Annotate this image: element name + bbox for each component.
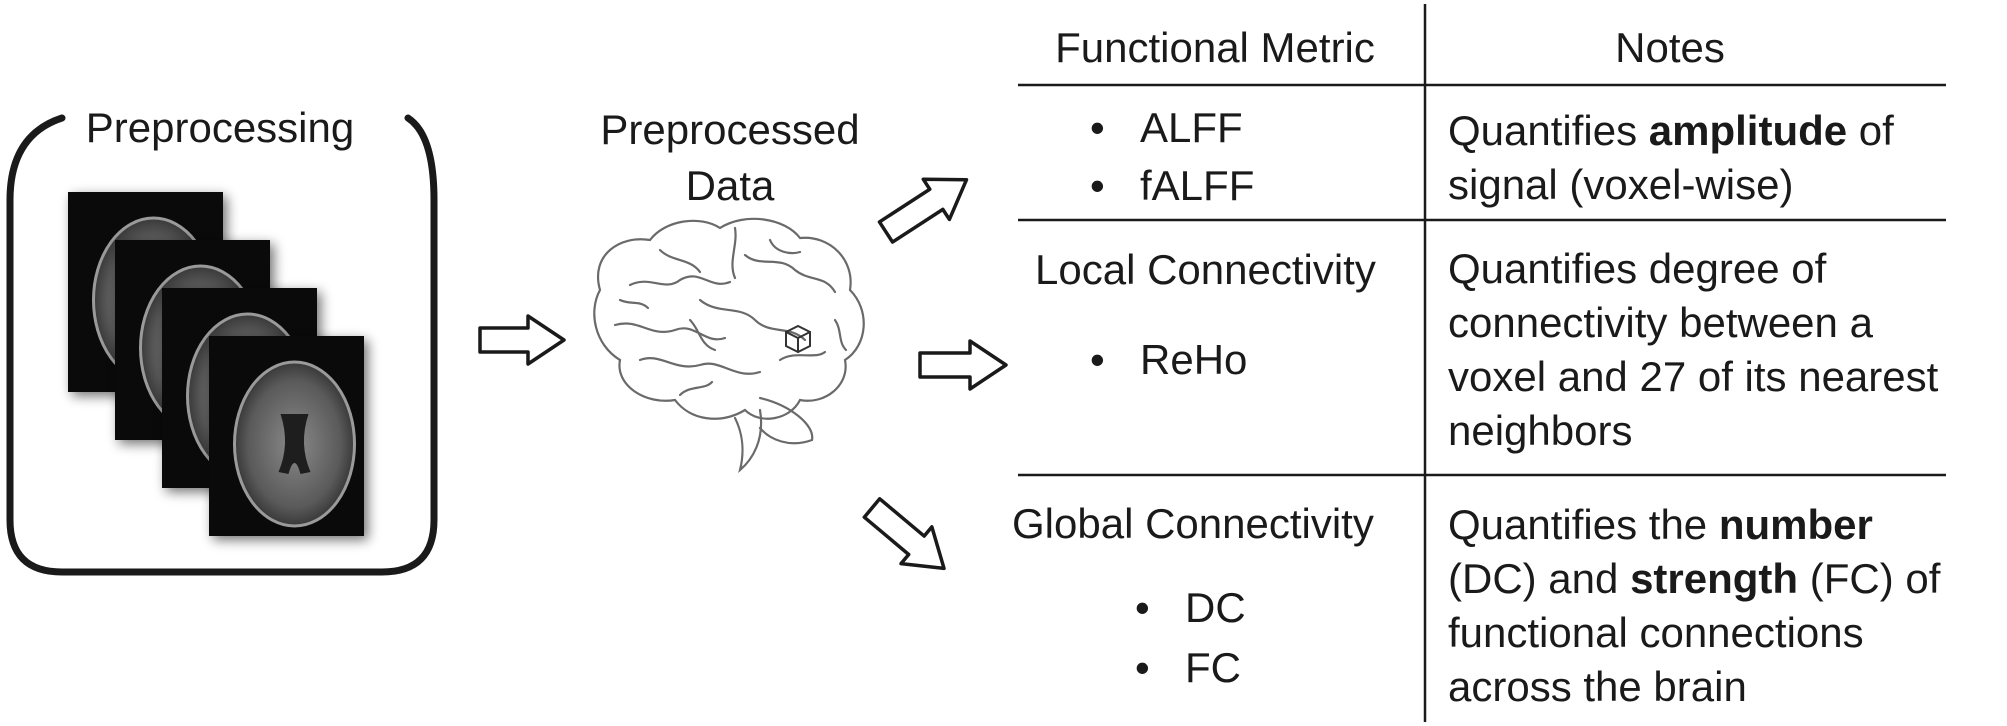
preprocessing-title: Preprocessing — [85, 104, 355, 151]
mri-ventricles — [278, 414, 311, 474]
header-notes: Notes — [1615, 24, 1725, 71]
category-global-connectivity: Global Connectivity — [1012, 500, 1374, 547]
metric-bullet: •ReHo — [1090, 336, 1248, 383]
preprocessing-frame — [6, 114, 438, 576]
arrow-to-amplitude — [877, 177, 969, 244]
metric-falff: fALFF — [1140, 162, 1255, 209]
metric-bullet: •ALFF — [1090, 104, 1243, 151]
metric-bullet: •FC — [1135, 644, 1241, 691]
metric-bullet: •fALFF — [1090, 162, 1255, 209]
preprocessed-data-title-line1: Preprocessed — [600, 106, 860, 153]
arrow-to-local — [918, 339, 1008, 391]
metric-bullet: •DC — [1135, 584, 1246, 631]
brain-illustration — [593, 217, 865, 474]
category-local-connectivity: Local Connectivity — [1035, 246, 1376, 293]
table-lines — [1018, 4, 1946, 722]
arrow-to-global — [862, 497, 946, 571]
note-local: Quantifies degree of connectivity betwee… — [1448, 245, 1939, 454]
preprocessed-data-title: Preprocessed Data — [555, 102, 905, 214]
note-amplitude: Quantifies amplitude of signal (voxel-wi… — [1448, 107, 1894, 208]
metric-dc: DC — [1185, 584, 1246, 631]
note-global: Quantifies the number (DC) and strength … — [1448, 501, 1941, 710]
mri-scan-stack — [68, 192, 368, 540]
metric-fc: FC — [1185, 644, 1241, 691]
arrow-to-brain — [478, 314, 566, 366]
metric-alff: ALFF — [1140, 104, 1243, 151]
metric-reho: ReHo — [1140, 336, 1248, 383]
header-functional-metric: Functional Metric — [1055, 24, 1375, 71]
preprocessed-data-title-line2: Data — [685, 162, 775, 209]
